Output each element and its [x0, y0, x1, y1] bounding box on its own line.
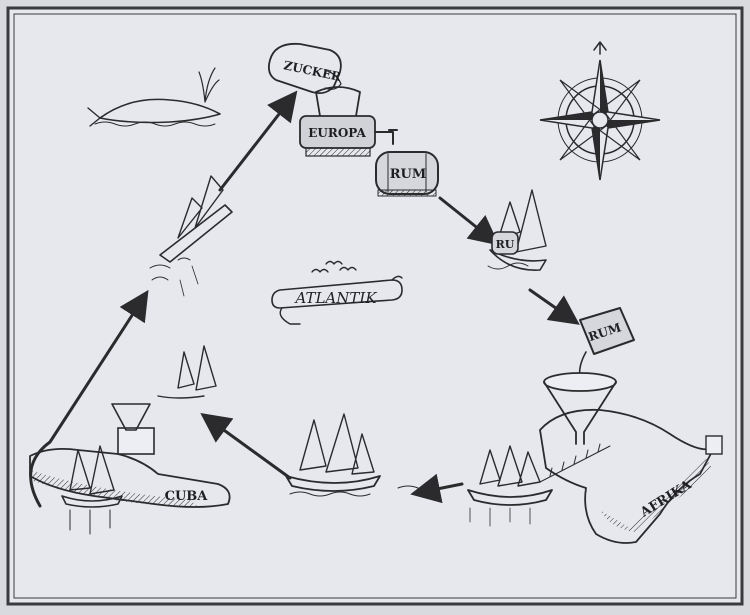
trade-route-arrows	[29, 90, 580, 508]
cuba-label: CUBA	[165, 489, 209, 504]
sailing-ship-icon	[149, 175, 233, 297]
scroll-icon: ATLANTIK	[271, 275, 403, 325]
route-arrow-from-cuba	[29, 289, 149, 508]
sailing-ship-icon	[61, 445, 123, 535]
route-arrow-to-africa	[528, 288, 580, 325]
madagascar-island	[705, 435, 723, 455]
mortar-icon: EUROPA	[299, 86, 398, 157]
route-arrow-europe-ship	[438, 196, 500, 246]
compass-rose-icon	[539, 41, 661, 181]
barrel-icon: RUM	[375, 151, 439, 197]
rum-barrel-label: RUM	[390, 167, 427, 182]
sailing-ship-icon: RU	[487, 189, 547, 271]
rum-ship-label: RU	[496, 238, 515, 251]
seagull-icon	[311, 260, 357, 273]
sailing-ship-icon	[285, 413, 419, 497]
sailing-ship-icon	[467, 443, 611, 527]
route-arrow-to-europe	[218, 90, 298, 192]
barrel-icon: RUM	[578, 307, 635, 379]
sugar-block	[117, 427, 155, 455]
europa-label: EUROPA	[308, 126, 366, 140]
route-arrow-to-cuba	[200, 412, 292, 480]
route-arrow-from-africa	[410, 473, 464, 504]
funnel-icon	[543, 372, 617, 445]
sailing-ship-icon	[157, 345, 217, 399]
map-inner-frame	[13, 13, 737, 599]
funnel-icon	[111, 403, 151, 431]
whale-icon	[87, 67, 221, 127]
atlantik-label: ATLANTIK	[293, 289, 377, 307]
